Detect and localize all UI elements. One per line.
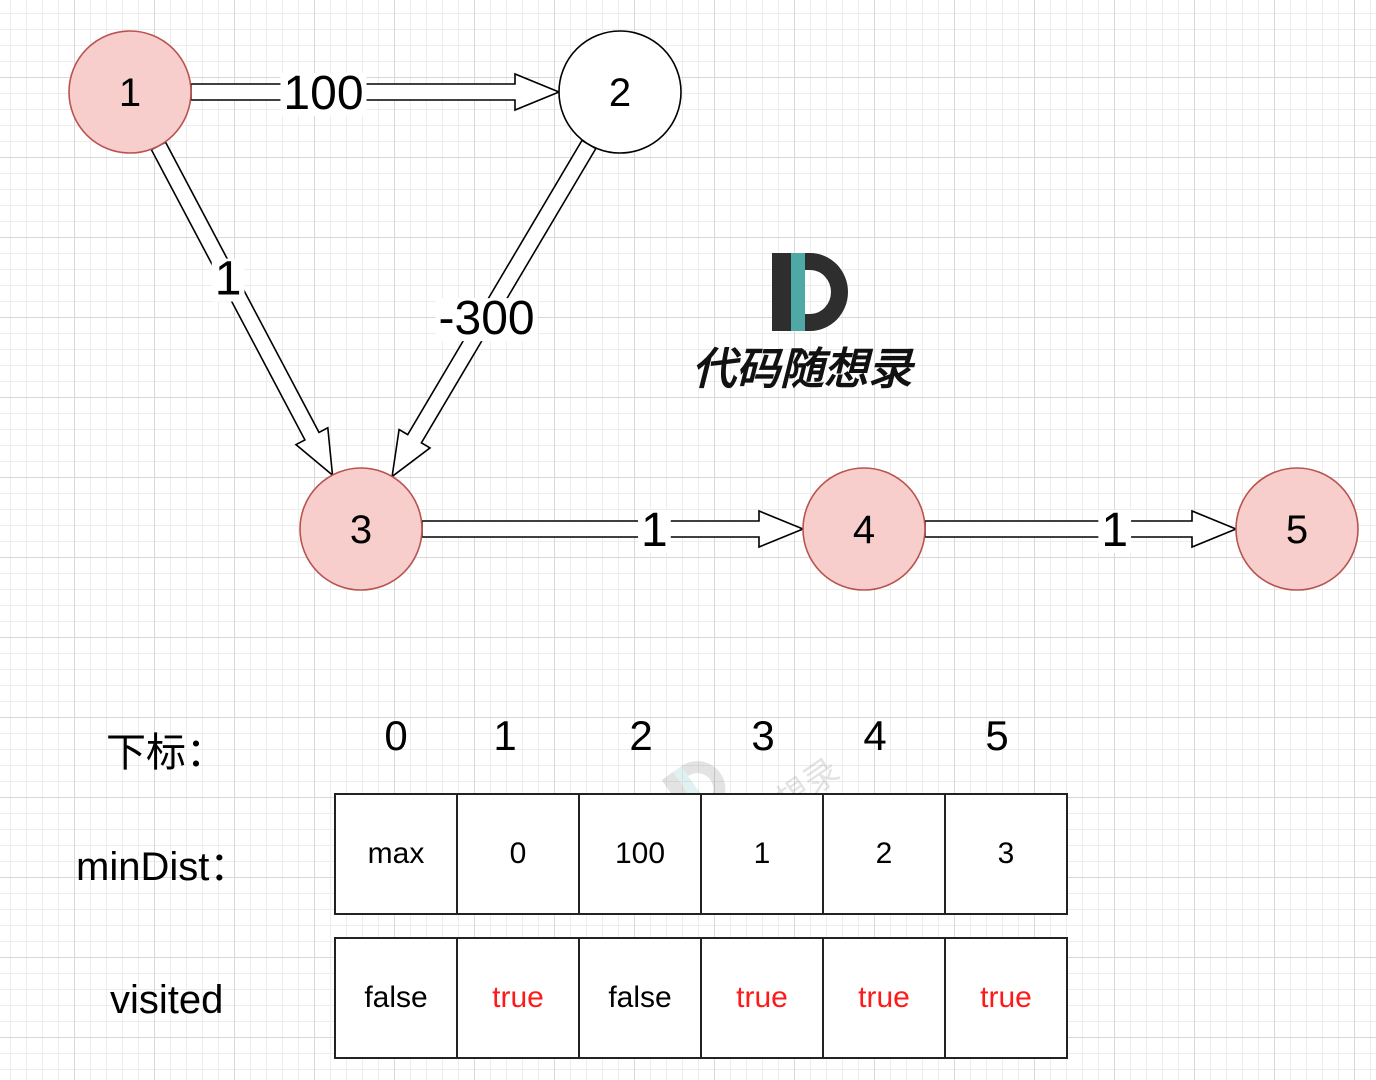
mindist-cell-0: max (334, 793, 458, 915)
node-label-2: 2 (609, 71, 631, 115)
edge-1-3: 1 (150, 141, 334, 477)
visited-cell-4: true (822, 937, 946, 1059)
mindist-cell-2: 100 (578, 793, 702, 915)
visited-cell-1: true (456, 937, 580, 1059)
logo-bar-dark (772, 253, 791, 331)
edge-arrow-1-3 (150, 141, 334, 477)
edge-arrow-4-5 (924, 509, 1239, 549)
edge-arrow-3-4 (421, 509, 806, 549)
index-0: 0 (384, 712, 408, 759)
index-5: 5 (985, 712, 1009, 759)
edge-weight-bg (435, 298, 538, 342)
visited-cell-3: true (700, 937, 824, 1059)
nodes-layer: 1 2 3 4 5 (68, 30, 1359, 591)
edge-1-2: 100 (190, 67, 562, 120)
node-circle-5 (1235, 467, 1359, 591)
node-3: 3 (299, 467, 423, 591)
logo-bar-teal (791, 253, 805, 331)
index-row-label: 下标： (106, 731, 226, 775)
edge-arrow-1-2 (190, 72, 562, 112)
edge-2-3: -300 (391, 139, 597, 479)
mindist-row-label: minDist： (76, 845, 250, 889)
index-1: 1 (493, 712, 517, 759)
visited-array: false true false true true true (334, 937, 1068, 1059)
edge-weight-2-3: -300 (439, 292, 535, 345)
mindist-cell-4: 2 (822, 793, 946, 915)
edges-layer: 100 1 -300 1 1 (150, 67, 1239, 557)
node-circle-3 (299, 467, 423, 591)
logo: 代码随想录 (692, 253, 916, 395)
edge-weight-bg (1098, 510, 1132, 553)
visited-cell-0: false (334, 937, 458, 1059)
node-label-3: 3 (350, 508, 372, 552)
edge-4-5: 1 (924, 504, 1239, 557)
mindist-array: max 0 100 1 2 3 (334, 793, 1068, 915)
edge-weight-3-4: 1 (641, 504, 668, 557)
node-label-5: 5 (1286, 508, 1308, 552)
mindist-cell-5: 3 (944, 793, 1068, 915)
node-circle-1 (68, 30, 192, 154)
node-2: 2 (558, 30, 682, 154)
node-4: 4 (802, 467, 926, 591)
edge-weight-4-5: 1 (1101, 504, 1128, 557)
node-circle-2 (558, 30, 682, 154)
visited-row-label: visited (110, 978, 224, 1022)
visited-cell-2: false (578, 937, 702, 1059)
logo-text: 代码随想录 (692, 344, 916, 395)
edge-weight-1-2: 100 (283, 67, 363, 120)
mindist-cell-3: 1 (700, 793, 824, 915)
visited-cell-5: true (944, 937, 1068, 1059)
index-2: 2 (629, 712, 653, 759)
index-4: 4 (863, 712, 887, 759)
index-3: 3 (751, 712, 775, 759)
edge-weight-bg (211, 258, 245, 302)
node-5: 5 (1235, 467, 1359, 591)
node-label-1: 1 (119, 71, 141, 115)
mindist-cell-1: 0 (456, 793, 580, 915)
edge-weight-bg (280, 73, 367, 116)
edge-weight-bg (638, 510, 671, 553)
node-circle-4 (802, 467, 926, 591)
edge-3-4: 1 (421, 504, 806, 557)
edge-weight-1-3: 1 (215, 253, 242, 306)
logo-d-curve (805, 253, 848, 331)
node-1: 1 (68, 30, 192, 154)
node-label-4: 4 (853, 508, 875, 552)
